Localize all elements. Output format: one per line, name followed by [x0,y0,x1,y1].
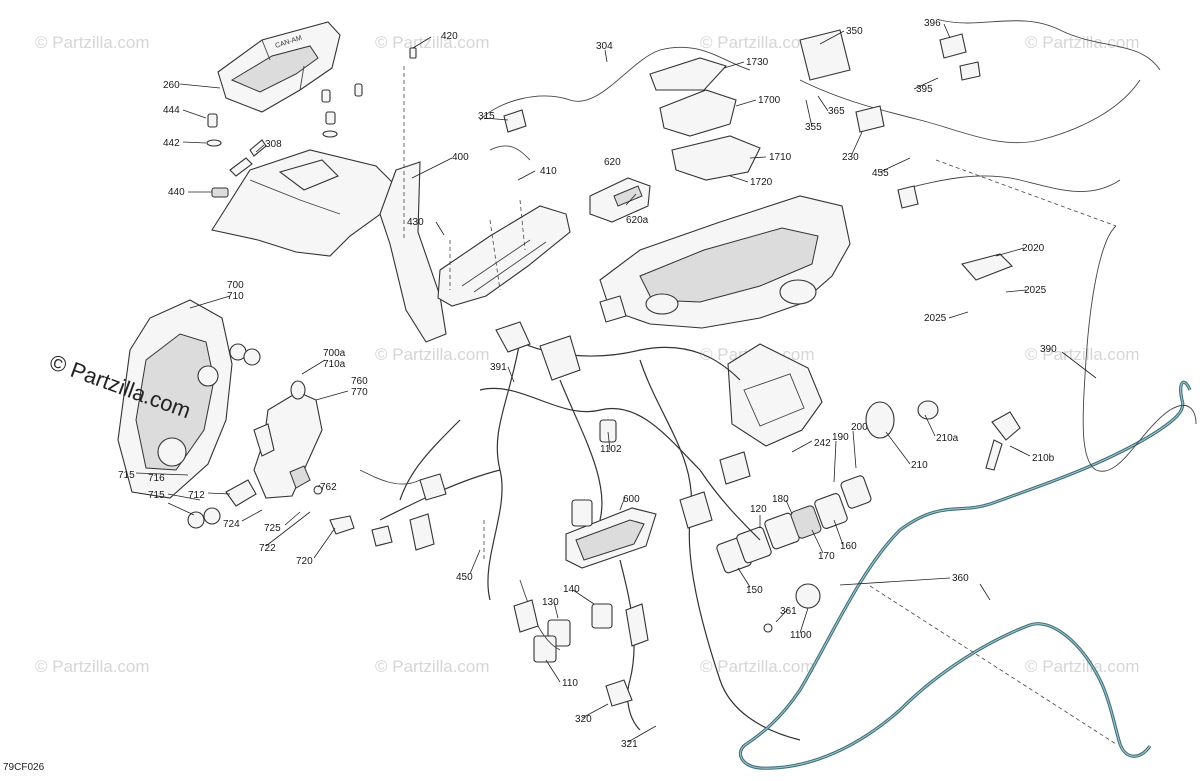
watermark: © Partzilla.com [35,657,150,676]
callout-label: 360 [952,573,969,584]
watermark: © Partzilla.com [1025,657,1140,676]
callout-label: 321 [621,739,638,750]
callout-label: 210 [911,460,928,471]
callout-label: 600 [623,494,640,505]
callout-label: 110 [562,678,578,689]
callout-label: 450 [456,572,473,583]
callout-label: 440 [168,187,185,198]
callout-label: 725 [264,523,281,534]
bracket-242 [727,343,823,447]
callout-label: 365 [828,106,845,117]
callout-label: 442 [163,138,180,149]
callout-label: 390 [1040,344,1057,355]
callout-label: 242 [814,438,831,449]
vent-tube-390 [1082,225,1197,472]
callout-label: 2025 [924,313,947,324]
callout-label: 2020 [1022,243,1045,254]
callout-label: 720 [296,556,313,567]
callout-label: 130 [542,597,559,608]
callout-label: 400 [452,152,469,163]
ignition-210 [865,253,1021,471]
callout-label: 444 [163,105,180,116]
diagram-code: 79CF026 [3,762,45,773]
callout-label: 190 [832,432,849,443]
callout-label: 320 [575,714,592,725]
callout-label: 410 [540,166,557,177]
callout-label: 395 [916,84,933,95]
module-620 [589,177,651,223]
callout-label: 715 [148,490,165,501]
callout-label: 396 [924,18,941,29]
callout-labels: 420 304 350 396 1730 260 444 442 308 315… [118,18,1057,750]
bracket-400 [211,149,447,343]
wiring-harness [359,19,1161,741]
callout-label: 455 [872,168,889,179]
callout-label: 170 [818,551,835,562]
callout-label: 304 [596,41,613,52]
cover-260: CAN-AM [217,21,341,113]
callout-label: 716 [148,473,165,484]
callout-label: 160 [840,541,857,552]
callout-label: 361 [780,606,797,617]
callout-label: 715 [118,470,135,481]
fasteners-upper-left [206,47,417,198]
callout-label: 620 [604,157,621,168]
reference-lines [403,66,1117,745]
callout-label: 420 [441,31,458,42]
callout-label: 210a [936,433,959,444]
callout-label: 1710 [769,152,792,163]
watermark: © Partzilla.com [700,657,815,676]
display-600 [565,507,657,569]
bracket-760 [187,343,355,535]
watermark: © Partzilla.com [375,657,490,676]
callout-label: 1720 [750,177,773,188]
callout-label: 430 [407,217,424,228]
callout-label: 620a [626,215,649,226]
watermark: © Partzilla.com [1025,33,1140,52]
callout-label: 700 [227,280,244,291]
bracket-410 [437,205,571,307]
hose-360 [738,380,1192,770]
watermark: © Partzilla.com [375,345,490,364]
callout-label: 260 [163,80,180,91]
callout-label: 722 [259,543,276,554]
callout-label: 230 [842,152,859,163]
watermark: © Partzilla.com [375,33,490,52]
callout-label: 308 [265,139,282,150]
dashboard-frame [599,195,851,329]
callout-label: 710a [323,359,346,370]
callout-label: 391 [490,362,507,373]
callout-label: 724 [223,519,240,530]
modules-1700 [649,57,761,181]
callout-label: 315 [478,111,495,122]
callout-label: 180 [772,494,789,505]
callout-label: 770 [351,387,368,398]
callout-label: 1700 [758,95,781,106]
callout-label: 700a [323,348,346,359]
callout-label: 710 [227,291,244,302]
callout-label: 210b [1032,453,1055,464]
callout-label: 760 [351,376,368,387]
callout-label: 1102 [600,444,622,455]
switch-group [533,419,872,663]
callout-label: 355 [805,122,822,133]
callout-label: 120 [750,504,767,515]
callout-label: 350 [846,26,863,37]
callout-label: 150 [746,585,763,596]
watermark: © Partzilla.com [35,33,150,52]
leader-lines [135,23,1097,743]
callout-label: 140 [563,584,580,595]
callout-label: 1100 [790,630,812,641]
watermark: © Partzilla.com [700,33,815,52]
callout-label: 1730 [746,57,769,68]
callout-label: 2025 [1024,285,1047,296]
callout-label: 712 [188,490,205,501]
watermark-layer: © Partzilla.com © Partzilla.com © Partzi… [35,33,1140,676]
watermark: © Partzilla.com [1025,345,1140,364]
housing-700 [117,299,233,499]
callout-label: 200 [851,422,868,433]
callout-label: 762 [320,482,337,493]
